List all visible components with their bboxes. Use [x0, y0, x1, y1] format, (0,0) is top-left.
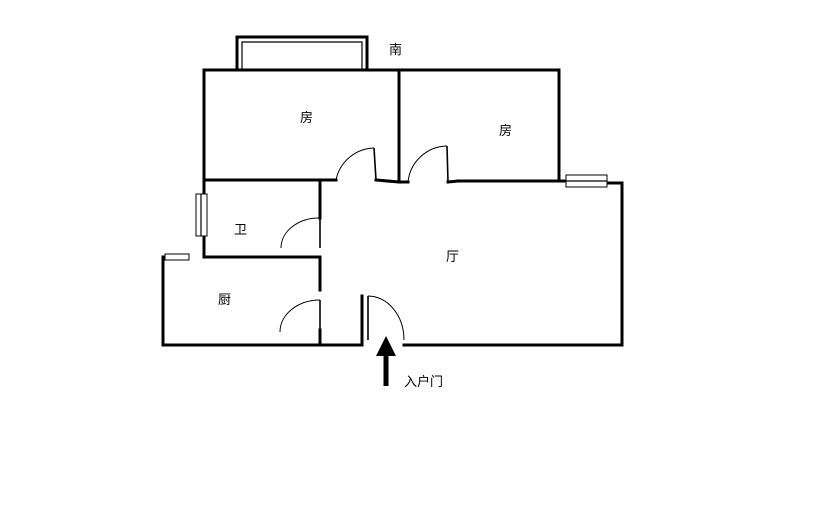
exterior-walls — [161, 68, 624, 347]
kitchen-window — [164, 253, 190, 261]
bedroom-2-label: 房 — [499, 124, 513, 139]
bedroom-1-label: 房 — [300, 111, 314, 126]
kitchen-label: 厨 — [218, 293, 232, 308]
entrance-label: 入户门 — [404, 375, 444, 390]
bathroom-label: 卫 — [234, 223, 248, 238]
balcony — [235, 35, 369, 72]
bedroom-1-door — [373, 147, 377, 181]
living-room-label: 厅 — [446, 250, 460, 265]
orientation-label: 南 — [389, 43, 403, 58]
bedroom-2-door — [446, 145, 449, 183]
doors — [279, 145, 449, 341]
entrance-arrow — [376, 336, 396, 386]
windows — [164, 174, 608, 261]
interior-walls — [202, 68, 460, 347]
